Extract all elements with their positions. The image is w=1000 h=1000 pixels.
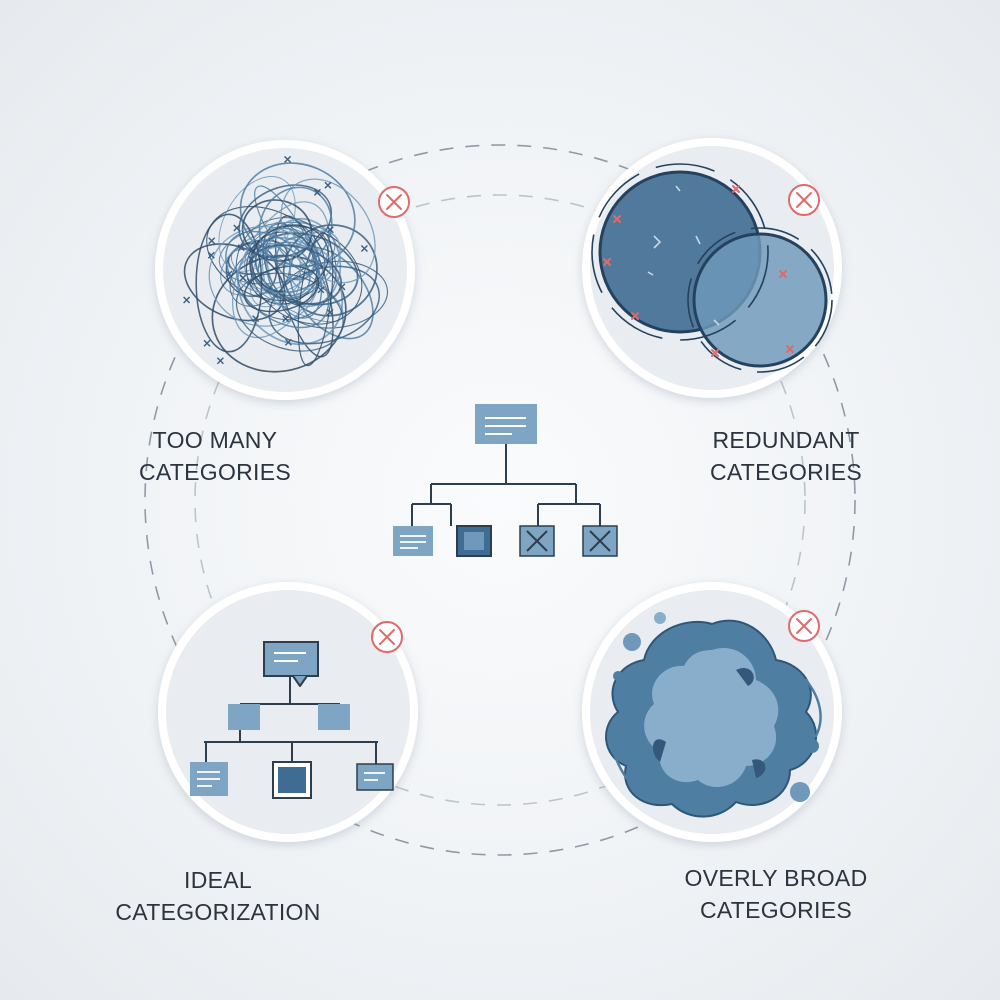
tangle-mark: [233, 224, 241, 232]
panel-ideal: [158, 582, 418, 842]
tangle-mark: [326, 308, 334, 316]
panel-overly-broad: [582, 582, 842, 842]
tangle-mark: [237, 244, 245, 252]
tangle-loop: [235, 272, 344, 352]
connector-ring: [144, 144, 856, 856]
error-x-circle-icon: [788, 610, 820, 642]
square-icon: [272, 761, 312, 799]
tangle-mark: [248, 255, 256, 263]
blob-icon: [605, 612, 822, 818]
tangle-loop: [238, 184, 333, 258]
list-icon: [393, 526, 433, 556]
tangle-mark: [284, 155, 292, 163]
tangle-loop: [235, 217, 337, 321]
tangled-lines-icon: [183, 155, 389, 373]
tangle-loop: [264, 227, 323, 319]
tangle-mark: [225, 270, 233, 278]
tangle-loop: [230, 248, 344, 323]
tangle-mark: [326, 226, 334, 234]
tangle-mark: [284, 338, 292, 346]
center-hierarchy: [393, 404, 618, 557]
tangle-mark: [207, 251, 215, 259]
hierarchy-tree-icon: [190, 641, 394, 799]
caption-ideal: IDEAL CATEGORIZATION: [68, 864, 368, 928]
tangle-loop: [243, 265, 320, 313]
caption-overly-broad: OVERLY BROAD CATEGORIES: [626, 862, 926, 926]
x-icon: [519, 525, 555, 557]
caption-line: TOO MANY: [152, 427, 278, 453]
tangle-loop: [249, 225, 363, 325]
tangle-mark: [183, 296, 191, 304]
tangle-loop: [261, 221, 302, 308]
tangle-mark: [246, 278, 254, 285]
overlapping-circles-icon: [591, 163, 833, 373]
caption-line: CATEGORIES: [709, 459, 863, 485]
tangle-loop: [280, 178, 376, 284]
tangle-mark: [324, 181, 332, 189]
error-x-circle-icon: [371, 621, 403, 653]
hierarchy-tree-icon: [411, 404, 601, 526]
tangle-loop: [258, 186, 333, 268]
caption-line: OVERLY BROAD: [684, 865, 868, 891]
error-x-circle-icon: [788, 184, 820, 216]
tangle-loop: [282, 224, 378, 317]
tangle-mark: [203, 339, 211, 347]
tangle-mark: [208, 237, 216, 245]
panel-redundant: [582, 138, 842, 398]
caption-line: REDUNDANT: [712, 427, 860, 453]
error-x-circle-icon: [378, 186, 410, 218]
tangle-mark: [252, 315, 260, 323]
tangle-loop: [225, 230, 330, 329]
caption-too-many: TOO MANY CATEGORIES: [65, 424, 365, 488]
tangle-mark: [282, 315, 290, 323]
x-icon: [582, 525, 618, 557]
tangle-loop: [297, 232, 334, 367]
tangle-mark: [317, 286, 325, 294]
tangle-mark: [216, 357, 224, 365]
tangle-mark: [338, 283, 346, 291]
tangle-mark: [239, 274, 247, 282]
square-icon: [456, 525, 492, 557]
caption-line: CATEGORIES: [138, 459, 292, 485]
tangle-mark: [313, 188, 321, 196]
list-icon: [190, 762, 228, 796]
caption-redundant: REDUNDANT CATEGORIES: [636, 424, 936, 488]
caption-line: CATEGORIZATION: [115, 899, 321, 925]
caption-line: CATEGORIES: [699, 897, 853, 923]
caption-line: IDEAL: [184, 867, 252, 893]
tangle-mark: [360, 245, 368, 252]
tangle-loop: [239, 162, 356, 267]
tangle-loop: [218, 176, 296, 272]
list-icon: [356, 763, 394, 791]
panel-too-many: [155, 140, 415, 400]
